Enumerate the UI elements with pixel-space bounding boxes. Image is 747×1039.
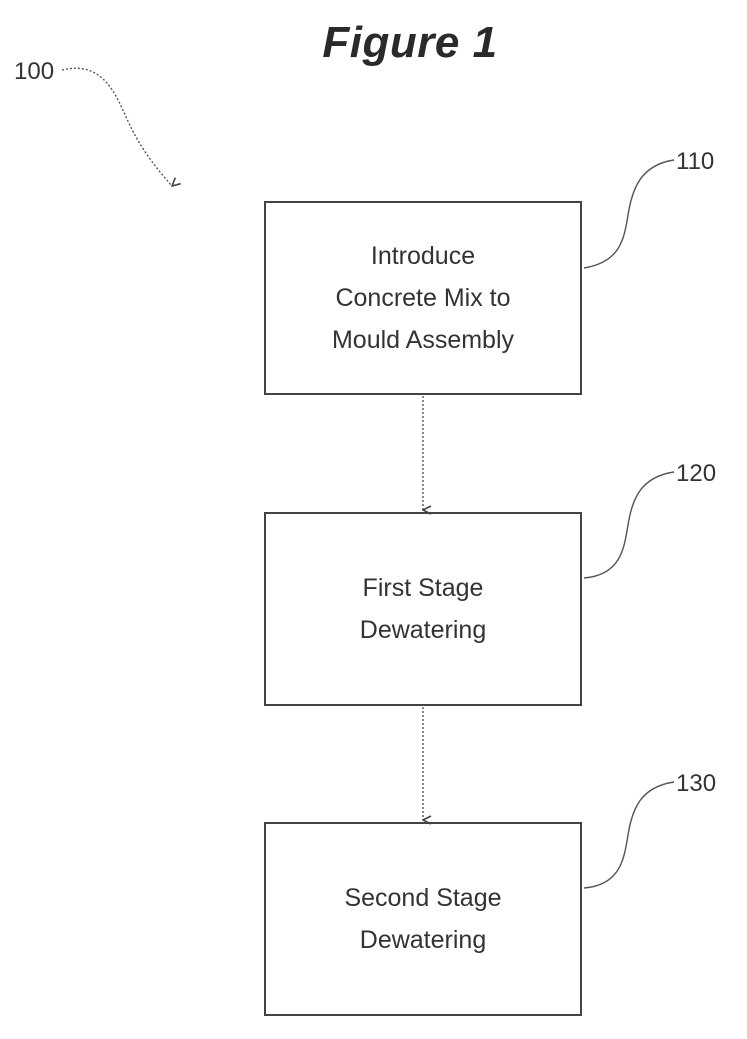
figure-title: Figure 1: [322, 18, 498, 67]
leader-line-100: [61, 67, 172, 186]
reference-label-100: 100: [14, 58, 55, 85]
step-box-second-stage-dewatering: Second Stage Dewatering: [264, 822, 582, 1016]
step-text-introduce-concrete: Introduce Concrete Mix to Mould Assembly: [331, 242, 515, 354]
reference-label-130: 130: [676, 770, 717, 797]
reference-label-110: 110: [676, 148, 715, 175]
step-text-first-stage-dewatering: First Stage Dewatering: [359, 574, 487, 644]
step-text-second-stage-dewatering: Second Stage Dewatering: [344, 884, 502, 954]
reference-label-120: 120: [676, 460, 717, 487]
step-box-introduce-concrete: Introduce Concrete Mix to Mould Assembly: [264, 201, 582, 395]
leader-line-120: [583, 471, 675, 579]
step-box-first-stage-dewatering: First Stage Dewatering: [264, 512, 582, 706]
leader-line-110: [583, 159, 675, 269]
leader-line-130: [583, 781, 675, 889]
